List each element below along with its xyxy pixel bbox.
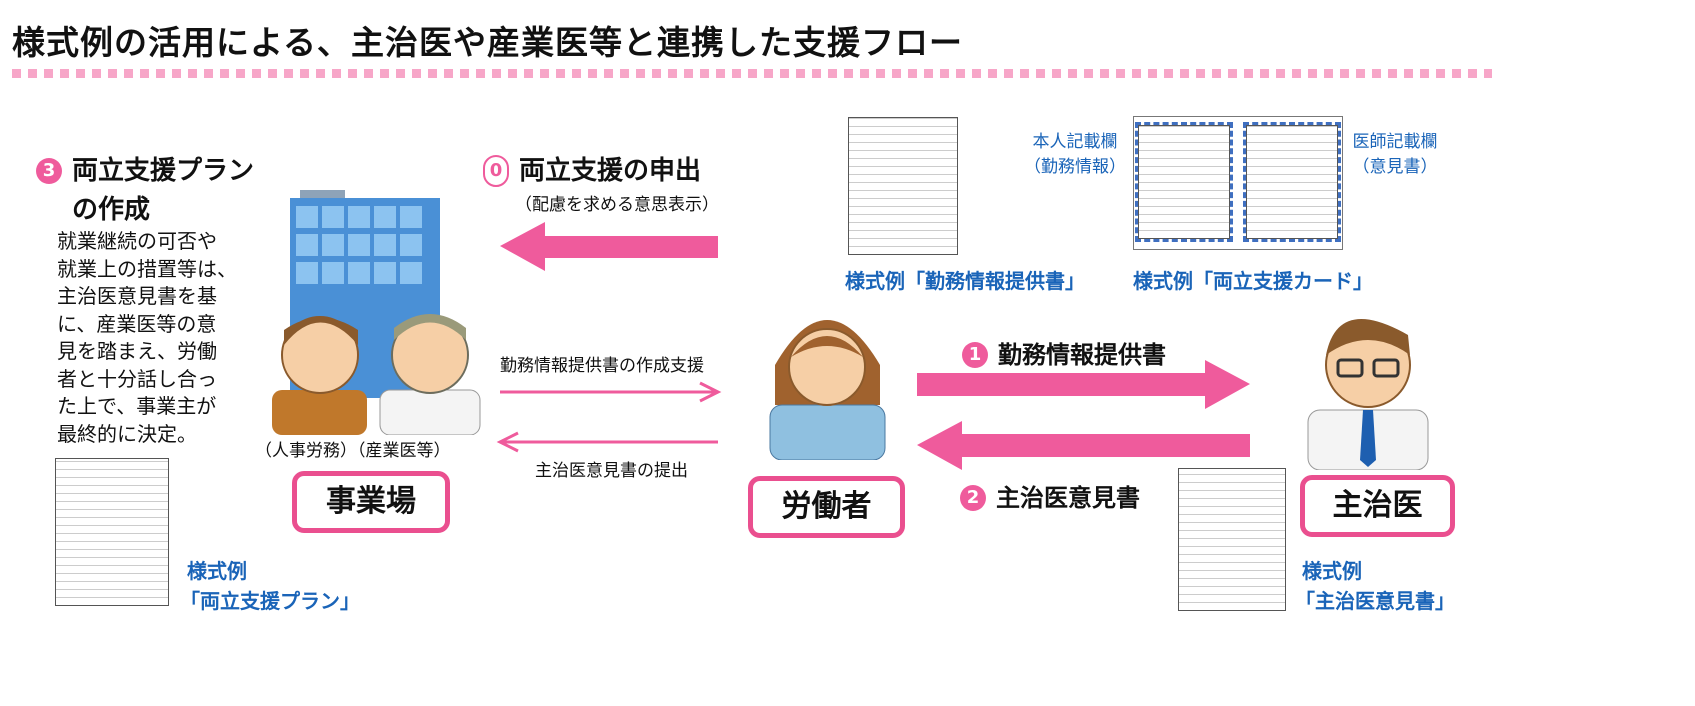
card-form-label: 様式例「両立支援カード」	[1133, 269, 1373, 293]
card-self-page	[1135, 122, 1233, 242]
arrow-right-big	[917, 360, 1250, 409]
page-title: 様式例の活用による、主治医や産業医等と連携した支援フロー	[12, 23, 964, 62]
arrow-right-thin	[500, 381, 722, 403]
self-column-line2: （勤務情報）	[1024, 157, 1126, 177]
body-line: 主治医意見書を基	[57, 284, 217, 308]
workplace-roles: （人事労務）（産業医等）	[255, 441, 451, 461]
worker-box: 労働者	[748, 476, 905, 538]
plan-form-label1: 様式例	[187, 559, 247, 583]
step3-title: 3 両立支援プラン	[36, 150, 254, 187]
step0-title: 0 両立支援の申出	[483, 150, 701, 187]
plan-form-label2: 「両立支援プラン」	[180, 589, 360, 613]
arrow-left-big	[500, 222, 718, 271]
work-info-form-label: 様式例「勤務情報提供書」	[845, 269, 1085, 293]
step0-number: 0	[483, 155, 509, 187]
workplace-illustration	[272, 190, 481, 435]
doctor-box: 主治医	[1300, 475, 1455, 537]
doctor-illustration	[1307, 319, 1429, 470]
doctor-column-line1: 医師記載欄	[1352, 132, 1438, 152]
doctor-column-label: 医師記載欄 （意見書）	[1345, 130, 1445, 180]
opinion-form-thumbnail	[1178, 468, 1286, 611]
plan-form-thumbnail	[55, 458, 169, 606]
submit-opinion-label: 主治医意見書の提出	[535, 461, 688, 481]
card-doctor-page	[1243, 122, 1341, 242]
body-line: た上で、事業主が	[57, 394, 217, 418]
step2-number: 2	[960, 485, 986, 511]
step2-title-text: 主治医意見書	[996, 484, 1140, 512]
self-column-line1: 本人記載欄	[1032, 132, 1118, 152]
work-info-form-thumbnail	[848, 117, 958, 255]
support-create-label: 勤務情報提供書の作成支援	[500, 356, 704, 376]
arrow-left-thin	[496, 431, 718, 453]
step1-title: 1 勤務情報提供書	[962, 335, 1166, 370]
step2-title: 2 主治医意見書	[960, 478, 1140, 513]
body-line: 最終的に決定。	[57, 421, 197, 446]
step0-title-text: 両立支援の申出	[519, 156, 702, 186]
body-line: に、産業医等の意	[57, 311, 217, 336]
card-form-thumbnail	[1133, 116, 1343, 250]
body-line: 者と十分話し合っ	[57, 366, 217, 391]
opinion-form-label2: 「主治医意見書」	[1295, 589, 1455, 613]
body-line: 見を踏まえ、労働	[57, 339, 217, 363]
step1-number: 1	[962, 342, 988, 368]
worker-illustration	[769, 320, 886, 460]
step3-title-line1: 両立支援プラン	[72, 156, 255, 186]
doctor-column-line2: （意見書）	[1352, 157, 1438, 177]
step0-sub: （配慮を求める意思表示）	[515, 195, 719, 215]
arrow-left-big-2	[917, 421, 1250, 470]
dotted-divider	[12, 69, 1492, 78]
opinion-form-label1: 様式例	[1302, 559, 1362, 583]
workplace-box: 事業場	[292, 471, 450, 533]
step1-title-text: 勤務情報提供書	[998, 341, 1166, 369]
body-line: 就業上の措置等は、	[57, 256, 237, 281]
self-column-label: 本人記載欄 （勤務情報）	[1020, 130, 1130, 180]
body-line: 就業継続の可否や	[57, 229, 217, 253]
step3-body: 就業継続の可否や 就業上の措置等は、 主治医意見書を基 に、産業医等の意 見を踏…	[57, 228, 272, 448]
step3-number: 3	[36, 158, 62, 184]
step3-title-line2: の作成	[72, 195, 151, 225]
